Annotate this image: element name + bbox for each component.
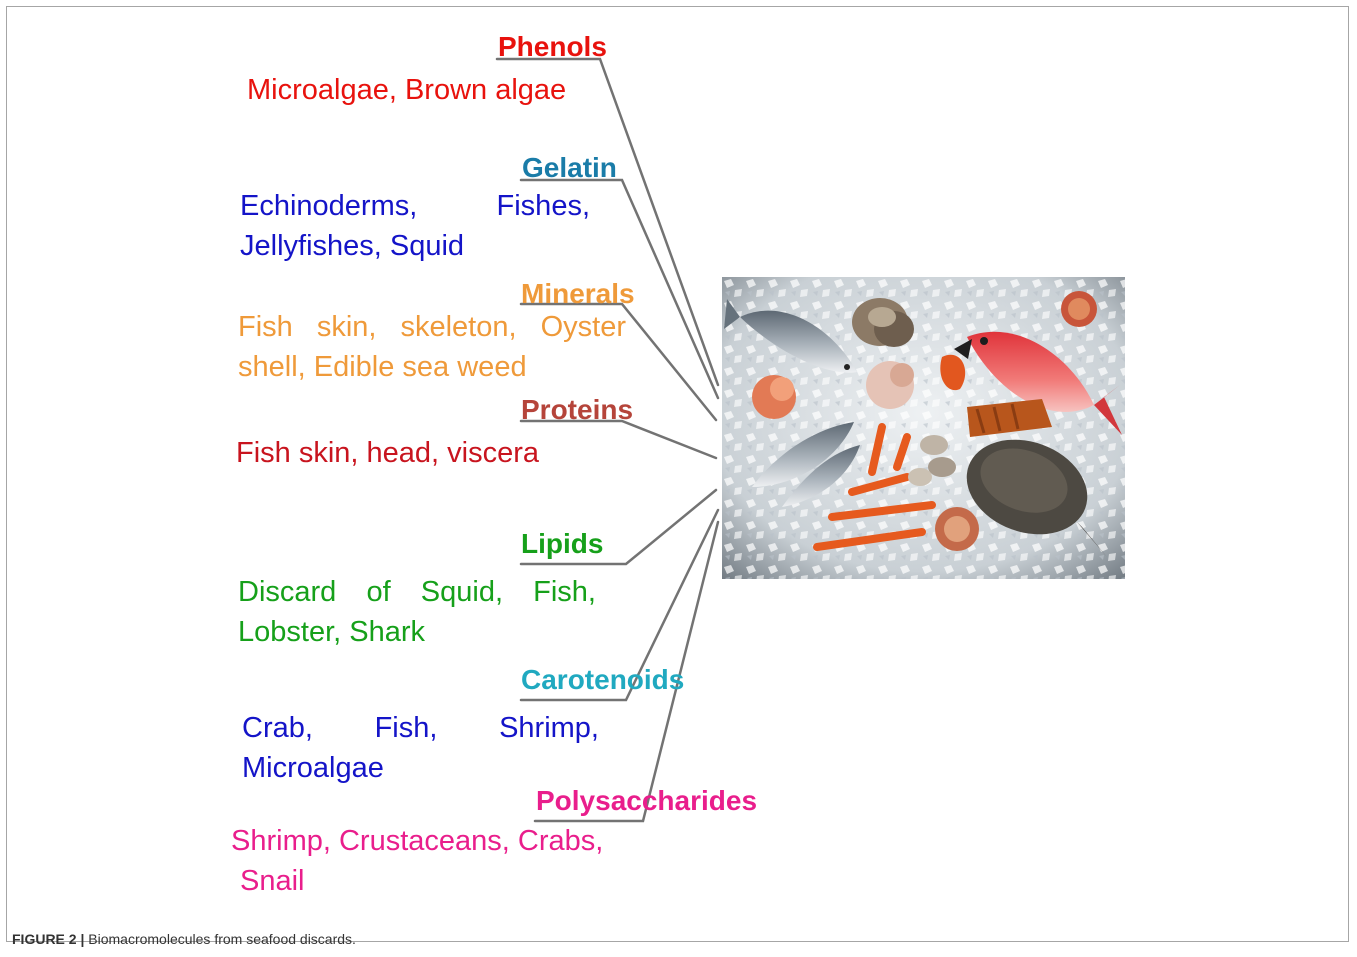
- gelatin-sources: Echinoderms, Fishes, Jellyfishes, Squid: [240, 186, 590, 266]
- lipids-sources: Discard of Squid, Fish, Lobster, Shark: [238, 572, 596, 652]
- polysaccharides-sources-line-2: Snail: [231, 861, 603, 901]
- caption-label: FIGURE 2 |: [12, 931, 84, 947]
- minerals-title: Minerals: [521, 278, 635, 310]
- minerals-sources: Fish skin, skeleton, Oyster shell, Edibl…: [238, 307, 626, 387]
- caption-text: Biomacromolecules from seafood discards.: [84, 931, 356, 947]
- carotenoids-sources-line-2: Microalgae: [242, 748, 599, 788]
- carotenoids-sources: Crab, Fish, Shrimp, Microalgae: [242, 708, 599, 788]
- polysaccharides-title: Polysaccharides: [536, 785, 757, 817]
- seafood-photo: [722, 277, 1125, 579]
- gelatin-sources-line-2: Jellyfishes, Squid: [240, 226, 590, 266]
- proteins-title: Proteins: [521, 394, 633, 426]
- carotenoids-sources-line-1: Crab, Fish, Shrimp,: [242, 708, 599, 748]
- lipids-sources-line-2: Lobster, Shark: [238, 612, 596, 652]
- carotenoids-title: Carotenoids: [521, 664, 684, 696]
- polysaccharides-sources-line-1: Shrimp, Crustaceans, Crabs,: [231, 821, 603, 861]
- gelatin-sources-line-1: Echinoderms, Fishes,: [240, 186, 590, 226]
- lipids-title: Lipids: [521, 528, 603, 560]
- polysaccharides-sources: Shrimp, Crustaceans, Crabs, Snail: [231, 821, 603, 901]
- minerals-sources-line-2: shell, Edible sea weed: [238, 347, 626, 387]
- phenols-title: Phenols: [498, 31, 607, 63]
- proteins-sources: Fish skin, head, viscera: [236, 433, 539, 473]
- phenols-sources: Microalgae, Brown algae: [247, 70, 566, 110]
- scallop-top: [1061, 291, 1097, 327]
- connector-proteins: [521, 421, 716, 458]
- scallop-bottom: [935, 507, 979, 551]
- gelatin-title: Gelatin: [522, 152, 617, 184]
- minerals-sources-line-1: Fish skin, skeleton, Oyster: [238, 307, 626, 347]
- lipids-sources-line-1: Discard of Squid, Fish,: [238, 572, 596, 612]
- figure-caption: FIGURE 2 | Biomacromolecules from seafoo…: [12, 930, 356, 948]
